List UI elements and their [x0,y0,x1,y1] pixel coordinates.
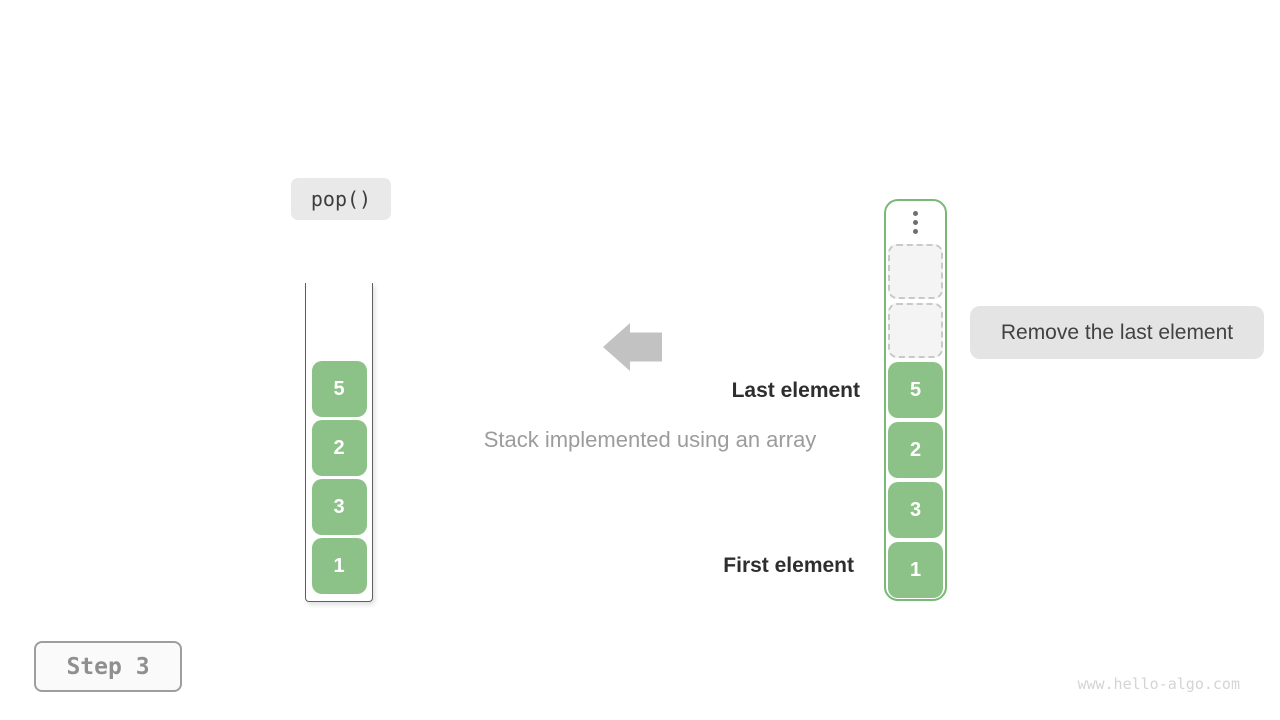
first-element-label: First element [723,554,854,577]
stack-cell: 1 [311,538,367,594]
pop-operation-label: pop() [291,178,391,220]
last-element-label: Last element [731,379,860,402]
left-arrow-icon [603,323,662,371]
stack-cell: 2 [311,420,367,476]
vertical-ellipsis-icon [913,209,918,240]
step-badge: Step 3 [34,641,182,692]
array-cell: 2 [888,422,943,478]
array-cell: 3 [888,482,943,538]
stack-container: 5 2 3 1 [305,283,373,602]
empty-array-slot [888,244,943,299]
stack-cell: 5 [311,361,367,417]
annotation-label: Remove the last element [970,306,1264,359]
array-cell: 5 [888,362,943,418]
array-container: 5 2 3 1 [884,199,947,601]
stack-cell: 3 [311,479,367,535]
array-cell: 1 [888,542,943,598]
watermark: www.hello-algo.com [1077,675,1240,693]
figure-caption: Stack implemented using an array [483,427,817,452]
empty-array-slot [888,303,943,358]
